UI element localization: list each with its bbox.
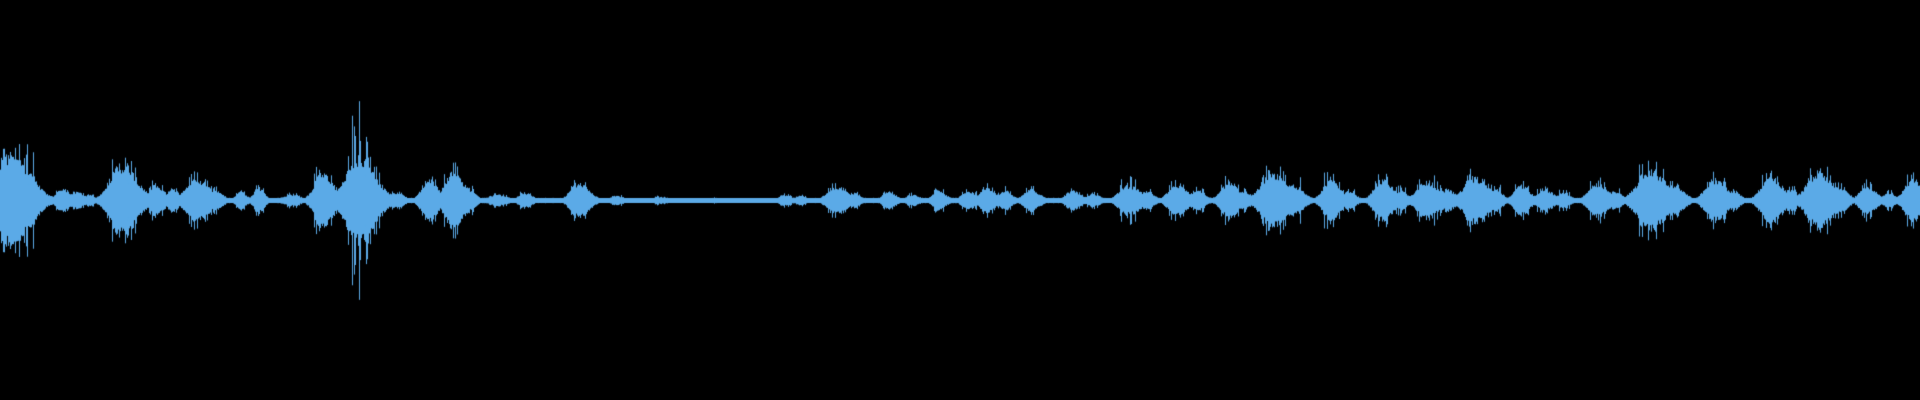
waveform-canvas[interactable] [0, 0, 1920, 400]
audio-waveform-viewer[interactable]: Audio waveform [0, 0, 1920, 400]
